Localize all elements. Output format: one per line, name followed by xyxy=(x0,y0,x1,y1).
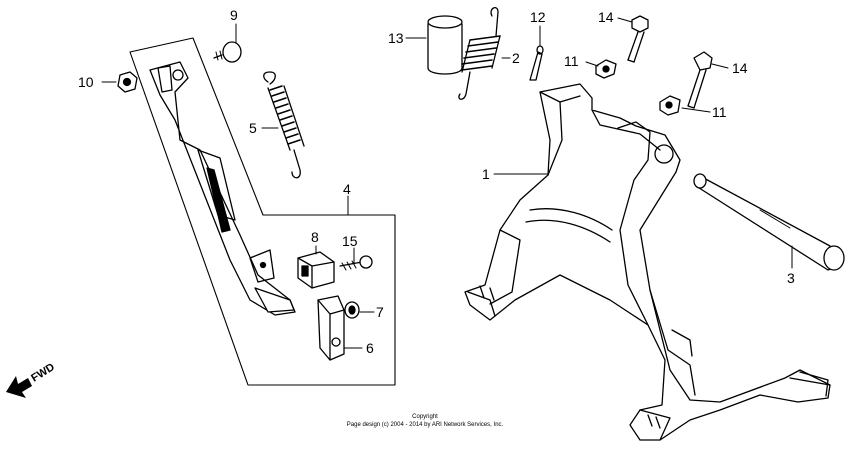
callout-14-upper: 14 xyxy=(598,9,614,25)
callout-6: 6 xyxy=(366,340,374,356)
callout-5: 5 xyxy=(249,120,257,136)
collar xyxy=(344,301,360,319)
nut-11-right xyxy=(659,95,681,116)
forward-arrow-icon xyxy=(6,376,32,398)
main-stand-spring xyxy=(458,7,501,100)
callout-13: 13 xyxy=(388,30,404,46)
pivot-bolt xyxy=(213,41,242,63)
callout-11-right: 11 xyxy=(712,104,727,120)
cotter-pin xyxy=(529,45,544,81)
callout-14-right: 14 xyxy=(732,60,748,76)
side-stand-spring xyxy=(263,71,305,179)
leader-lines xyxy=(101,17,793,349)
nut-11-upper xyxy=(595,59,617,79)
callout-1: 1 xyxy=(482,166,490,182)
forward-label: FWD xyxy=(29,361,57,384)
bolt-14-right xyxy=(687,51,713,109)
callout-3: 3 xyxy=(787,270,795,286)
switch-bracket xyxy=(317,295,345,361)
callout-9: 9 xyxy=(230,7,238,23)
callout-10: 10 xyxy=(78,74,94,90)
callout-8: 8 xyxy=(311,229,319,245)
callout-4: 4 xyxy=(343,181,351,197)
callout-7: 7 xyxy=(376,304,384,320)
copyright-line: Page design (c) 2004 - 2014 by ARI Netwo… xyxy=(347,422,504,428)
callout-2: 2 xyxy=(512,50,520,66)
callout-11-upper: 11 xyxy=(564,53,579,69)
side-stand-arm xyxy=(149,61,296,316)
side-stand-switch xyxy=(297,251,335,289)
bolt-14-upper xyxy=(627,15,649,63)
copyright-notice: Copyright Page design (c) 2004 - 2014 by… xyxy=(347,414,504,428)
main-stand xyxy=(464,83,831,441)
forward-direction-indicator: FWD xyxy=(6,361,57,398)
copyright-title: Copyright xyxy=(412,414,438,420)
nut-10 xyxy=(117,71,138,93)
side-stand-assembly-outline xyxy=(129,37,396,386)
switch-bolt xyxy=(339,255,373,271)
main-stand-shaft xyxy=(693,173,845,271)
spring-sleeve xyxy=(427,15,463,75)
callout-15: 15 xyxy=(342,233,358,249)
callout-labels: 9 10 5 4 8 15 7 6 13 2 12 11 14 14 11 1 … xyxy=(78,7,795,356)
callout-12: 12 xyxy=(530,9,546,25)
